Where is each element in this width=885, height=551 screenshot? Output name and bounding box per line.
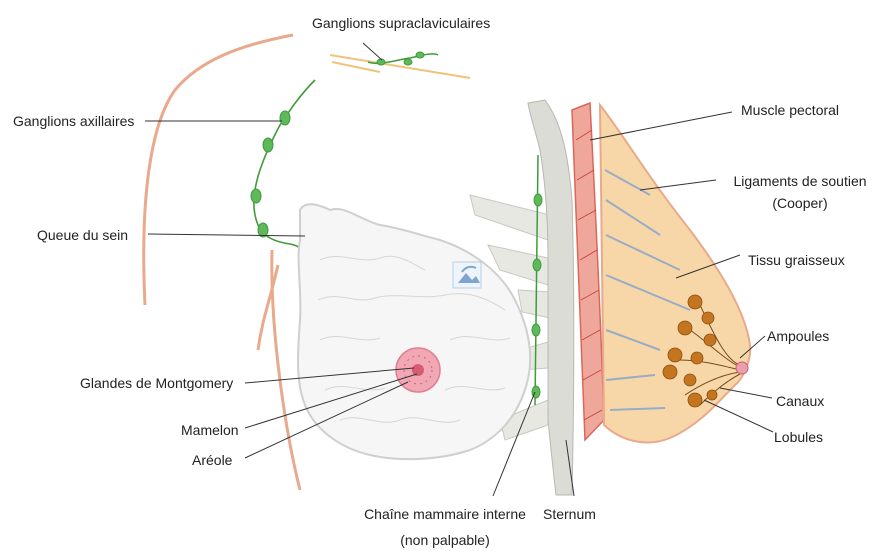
muscle-fibers [575,129,603,421]
label-breast-tail: Queue du sein [37,227,129,243]
shoulder-outline [142,33,294,306]
label-cooper-ligaments: Ligaments de soutien (Cooper) [720,172,880,212]
label-ampullae: Ampoules [767,328,830,344]
label-internal-chain-line2: (non palpable) [400,532,490,548]
cooper-ligaments [604,169,691,411]
breast-side-section [598,102,752,444]
montgomery-glands [403,355,433,385]
torso-left-outline [256,264,280,351]
axillary-nodes [250,79,316,259]
label-fat-tissue: Tissu graisseux [748,252,845,268]
label-internal-mammary-chain: Chaîne mammaire interne (non palpable) [350,505,540,549]
label-pectoral-muscle: Muscle pectoral [741,102,840,118]
side-nipple [735,361,749,375]
label-nipple: Mamelon [181,422,239,438]
label-areola: Aréole [192,452,233,468]
label-axillary-nodes: Ganglions axillaires [13,113,135,129]
clavicle [329,54,471,79]
breast-texture [317,255,511,423]
label-ligaments-line1: Ligaments de soutien [733,173,867,189]
label-montgomery-glands: Glandes de Montgomery [80,375,234,391]
label-supraclavicular-nodes: Ganglions supraclaviculaires [312,15,491,31]
label-lobules: Lobules [774,429,824,445]
torso-lower-outline [270,249,302,491]
label-ligaments-line2: (Cooper) [772,195,828,211]
leader-lines [145,42,774,497]
label-sternum: Sternum [543,506,596,522]
supraclavicular-nodes [367,51,439,66]
breast-front [297,203,532,461]
label-internal-chain-line1: Chaîne mammaire interne [364,506,526,522]
label-ducts: Canaux [776,393,825,409]
pectoral-muscle [571,101,605,442]
nipple [412,364,424,376]
lobules [662,294,718,408]
expand-icon[interactable] [452,261,482,289]
sternum-bone [527,99,575,496]
internal-mammary-nodes [531,154,543,406]
ducts [679,304,741,406]
